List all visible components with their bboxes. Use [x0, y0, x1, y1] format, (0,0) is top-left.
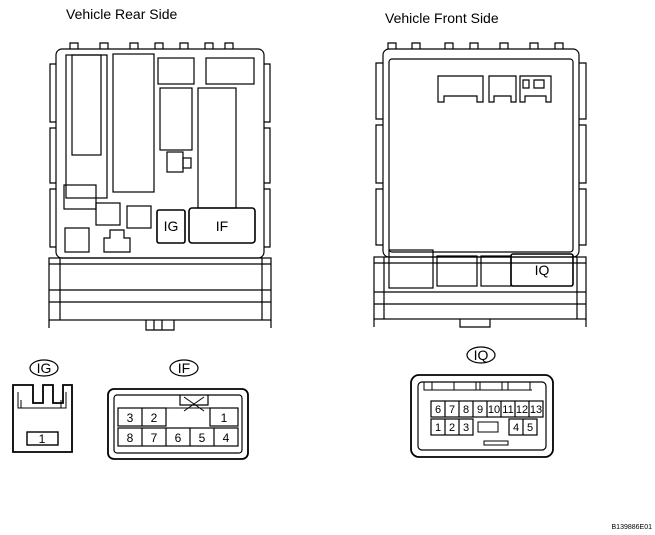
if-label-oval — [169, 359, 199, 377]
iq-connector-label: IQ — [474, 347, 489, 363]
iq-pin: 12 — [516, 404, 528, 416]
iq-pin: 4 — [513, 422, 519, 434]
figure-code: B139886E01 — [612, 524, 653, 531]
if-pin: 5 — [199, 431, 206, 445]
ig-pin: 1 — [39, 432, 46, 446]
ig-label-oval — [29, 359, 59, 377]
iq-socket-label: IQ — [535, 262, 550, 278]
if-pin: 3 — [127, 411, 134, 425]
rear-side-title: Vehicle Rear Side — [66, 6, 178, 22]
if-pin: 6 — [175, 431, 182, 445]
if-connector — [107, 388, 249, 460]
front-side-title: Vehicle Front Side — [385, 10, 499, 26]
iq-pin: 11 — [502, 404, 513, 416]
iq-pin: 13 — [530, 404, 542, 416]
iq-pin: 5 — [527, 422, 533, 434]
ig-connector-label: IG — [37, 360, 52, 376]
rear-junction-block — [48, 42, 272, 331]
front-junction-block — [373, 42, 587, 328]
iq-pin: 7 — [449, 404, 455, 416]
iq-pin: 10 — [488, 404, 500, 416]
ig-connector — [12, 384, 73, 453]
iq-pin: 3 — [463, 422, 469, 434]
if-pin: 1 — [221, 411, 228, 425]
iq-pin: 8 — [463, 404, 469, 416]
iq-pin: 6 — [435, 404, 441, 416]
iq-pin: 2 — [449, 422, 455, 434]
iq-label-oval — [466, 346, 496, 364]
iq-connector — [410, 374, 554, 458]
if-pin: 8 — [127, 431, 134, 445]
ig-socket-label: IG — [164, 218, 179, 234]
iq-pin: 1 — [435, 422, 441, 434]
if-pin: 2 — [151, 411, 158, 425]
if-pin: 4 — [223, 431, 230, 445]
if-connector-label: IF — [178, 360, 190, 376]
iq-pin: 9 — [477, 404, 483, 416]
if-pin: 7 — [151, 431, 158, 445]
if-socket-label: IF — [216, 218, 228, 234]
